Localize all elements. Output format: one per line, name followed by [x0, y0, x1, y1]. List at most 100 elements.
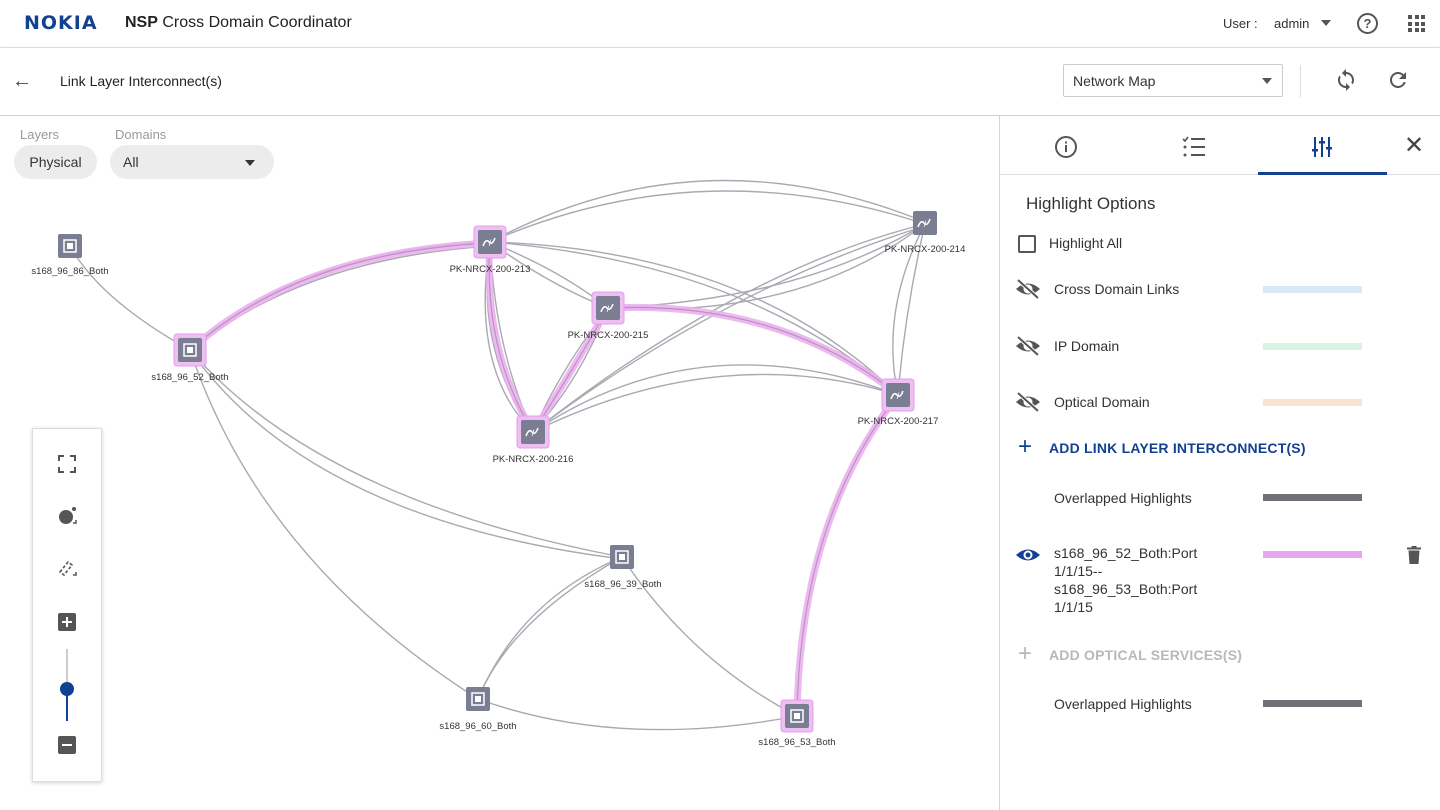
info-icon: [1055, 136, 1077, 158]
tab-list[interactable]: [1129, 116, 1259, 175]
highlighted-links: [186, 238, 902, 720]
delete-icon[interactable]: [1407, 546, 1421, 564]
svg-text:/: /: [489, 238, 492, 248]
nokia-logo: NOKIA: [24, 12, 98, 34]
map-toolbar: [32, 428, 102, 782]
link-layout-icon[interactable]: [56, 557, 78, 579]
visibility-off-icon[interactable]: [1014, 335, 1042, 357]
highlight-item-label: Optical Domain: [1054, 394, 1150, 410]
network-map[interactable]: s168_96_86_Both s168_96_52_Both / PK-NRC…: [0, 116, 999, 810]
sync-icon[interactable]: [1334, 68, 1358, 92]
user-menu[interactable]: admin: [1274, 16, 1310, 31]
tab-info[interactable]: [1000, 116, 1130, 175]
app-title-bold: NSP: [125, 14, 158, 31]
fit-screen-icon[interactable]: [56, 453, 78, 475]
map-node-s168-96-60[interactable]: s168_96_60_Both: [439, 687, 517, 732]
map-node-pk-nrcx-200-213[interactable]: / PK-NRCX-200-213: [450, 225, 531, 275]
overlapped-highlights-label: Overlapped Highlights: [1054, 696, 1192, 712]
zoom-slider[interactable]: [59, 649, 75, 721]
svg-text:/: /: [532, 428, 535, 438]
app-title-rest: Cross Domain Coordinator: [162, 14, 352, 31]
view-select[interactable]: Network Map: [1063, 64, 1283, 97]
zoom-out-icon[interactable]: [56, 734, 78, 756]
help-icon[interactable]: ?: [1357, 13, 1378, 34]
plus-icon: +: [1018, 433, 1033, 460]
map-link[interactable]: [489, 241, 609, 309]
layers-label: Layers: [20, 127, 60, 142]
map-node-s168-96-53[interactable]: s168_96_53_Both: [758, 699, 836, 748]
map-link-highlighted[interactable]: [607, 306, 899, 396]
panel-tabs: ✕: [1000, 116, 1440, 175]
close-icon[interactable]: ✕: [1404, 132, 1425, 159]
map-link[interactable]: [189, 349, 623, 558]
map-link[interactable]: [532, 223, 926, 433]
map-link-highlighted[interactable]: [488, 241, 534, 433]
view-select-value: Network Map: [1073, 73, 1156, 89]
plus-icon: +: [1018, 640, 1033, 667]
map-node-pk-nrcx-200-215[interactable]: / PK-NRCX-200-215: [568, 291, 649, 341]
map-link[interactable]: [897, 223, 926, 396]
map-link[interactable]: [477, 698, 798, 731]
map-link[interactable]: [189, 349, 623, 560]
map-link[interactable]: [489, 190, 926, 243]
map-link[interactable]: [69, 245, 191, 351]
lli-label: s168_96_52_Both:Port 1/1/15-- s168_96_53…: [1054, 545, 1198, 615]
node-label: s168_96_39_Both: [584, 579, 661, 590]
divider: [1300, 65, 1301, 97]
apps-grid-icon[interactable]: [1408, 15, 1425, 32]
map-link[interactable]: [532, 225, 926, 433]
map-link-highlighted[interactable]: [796, 394, 899, 717]
node-layout-icon[interactable]: [56, 505, 78, 527]
highlight-all-checkbox[interactable]: [1018, 235, 1036, 253]
overlap-color-swatch: [1263, 700, 1362, 707]
map-link[interactable]: [532, 364, 899, 433]
map-node-pk-nrcx-200-217[interactable]: / PK-NRCX-200-217: [858, 378, 939, 427]
chevron-down-icon: [1262, 78, 1272, 84]
layers-select[interactable]: Physical: [14, 145, 97, 179]
map-link[interactable]: [892, 223, 926, 396]
map-link[interactable]: [489, 179, 926, 243]
node-label: s168_96_86_Both: [31, 266, 108, 277]
map-link[interactable]: [477, 556, 623, 700]
top-bar: NOKIA NSP Cross Domain Coordinator User …: [0, 0, 1440, 48]
tab-highlight[interactable]: [1258, 116, 1388, 175]
svg-text:/: /: [607, 304, 610, 314]
active-tab-indicator: [1258, 172, 1387, 175]
map-node-s168-96-86[interactable]: s168_96_86_Both: [31, 234, 109, 277]
domains-value: All: [123, 154, 139, 170]
map-link[interactable]: [532, 373, 899, 433]
map-link[interactable]: [607, 223, 926, 309]
zoom-in-icon[interactable]: [56, 611, 78, 633]
refresh-icon[interactable]: [1386, 68, 1410, 92]
tune-icon: [1312, 137, 1332, 157]
map-link[interactable]: [489, 241, 899, 396]
map-node-s168-96-52[interactable]: s168_96_52_Both: [151, 333, 229, 383]
visibility-off-icon[interactable]: [1014, 391, 1042, 413]
network-map-canvas[interactable]: s168_96_86_Both s168_96_52_Both / PK-NRC…: [0, 116, 999, 810]
map-link[interactable]: [621, 556, 798, 717]
map-link[interactable]: [189, 349, 479, 700]
highlight-panel: ✕ Highlight Options Highlight All Cross …: [999, 116, 1440, 810]
node-label: PK-NRCX-200-217: [858, 416, 939, 427]
node-label: PK-NRCX-200-213: [450, 264, 531, 275]
map-node-pk-nrcx-200-216[interactable]: / PK-NRCX-200-216: [493, 415, 574, 465]
map-link[interactable]: [489, 241, 609, 309]
back-arrow-icon[interactable]: ←: [12, 70, 32, 92]
visibility-icon[interactable]: [1014, 544, 1042, 566]
map-node-pk-nrcx-200-214[interactable]: / PK-NRCX-200-214: [885, 211, 966, 255]
map-link[interactable]: [189, 245, 491, 351]
map-link-highlighted[interactable]: [189, 242, 491, 351]
user-label: User :: [1223, 16, 1258, 31]
chevron-down-icon[interactable]: [1321, 20, 1331, 26]
svg-text:/: /: [924, 219, 927, 229]
map-link[interactable]: [607, 223, 926, 311]
highlight-color-swatch: [1263, 399, 1362, 406]
overlap-color-swatch: [1263, 494, 1362, 501]
domains-select[interactable]: All: [110, 145, 274, 179]
map-link[interactable]: [489, 241, 899, 396]
map-link[interactable]: [189, 241, 491, 351]
add-optical-label: ADD OPTICAL SERVICES(S): [1049, 647, 1243, 663]
chevron-down-icon: [245, 160, 255, 166]
visibility-off-icon[interactable]: [1014, 278, 1042, 300]
map-node-s168-96-39[interactable]: s168_96_39_Both: [584, 545, 662, 590]
